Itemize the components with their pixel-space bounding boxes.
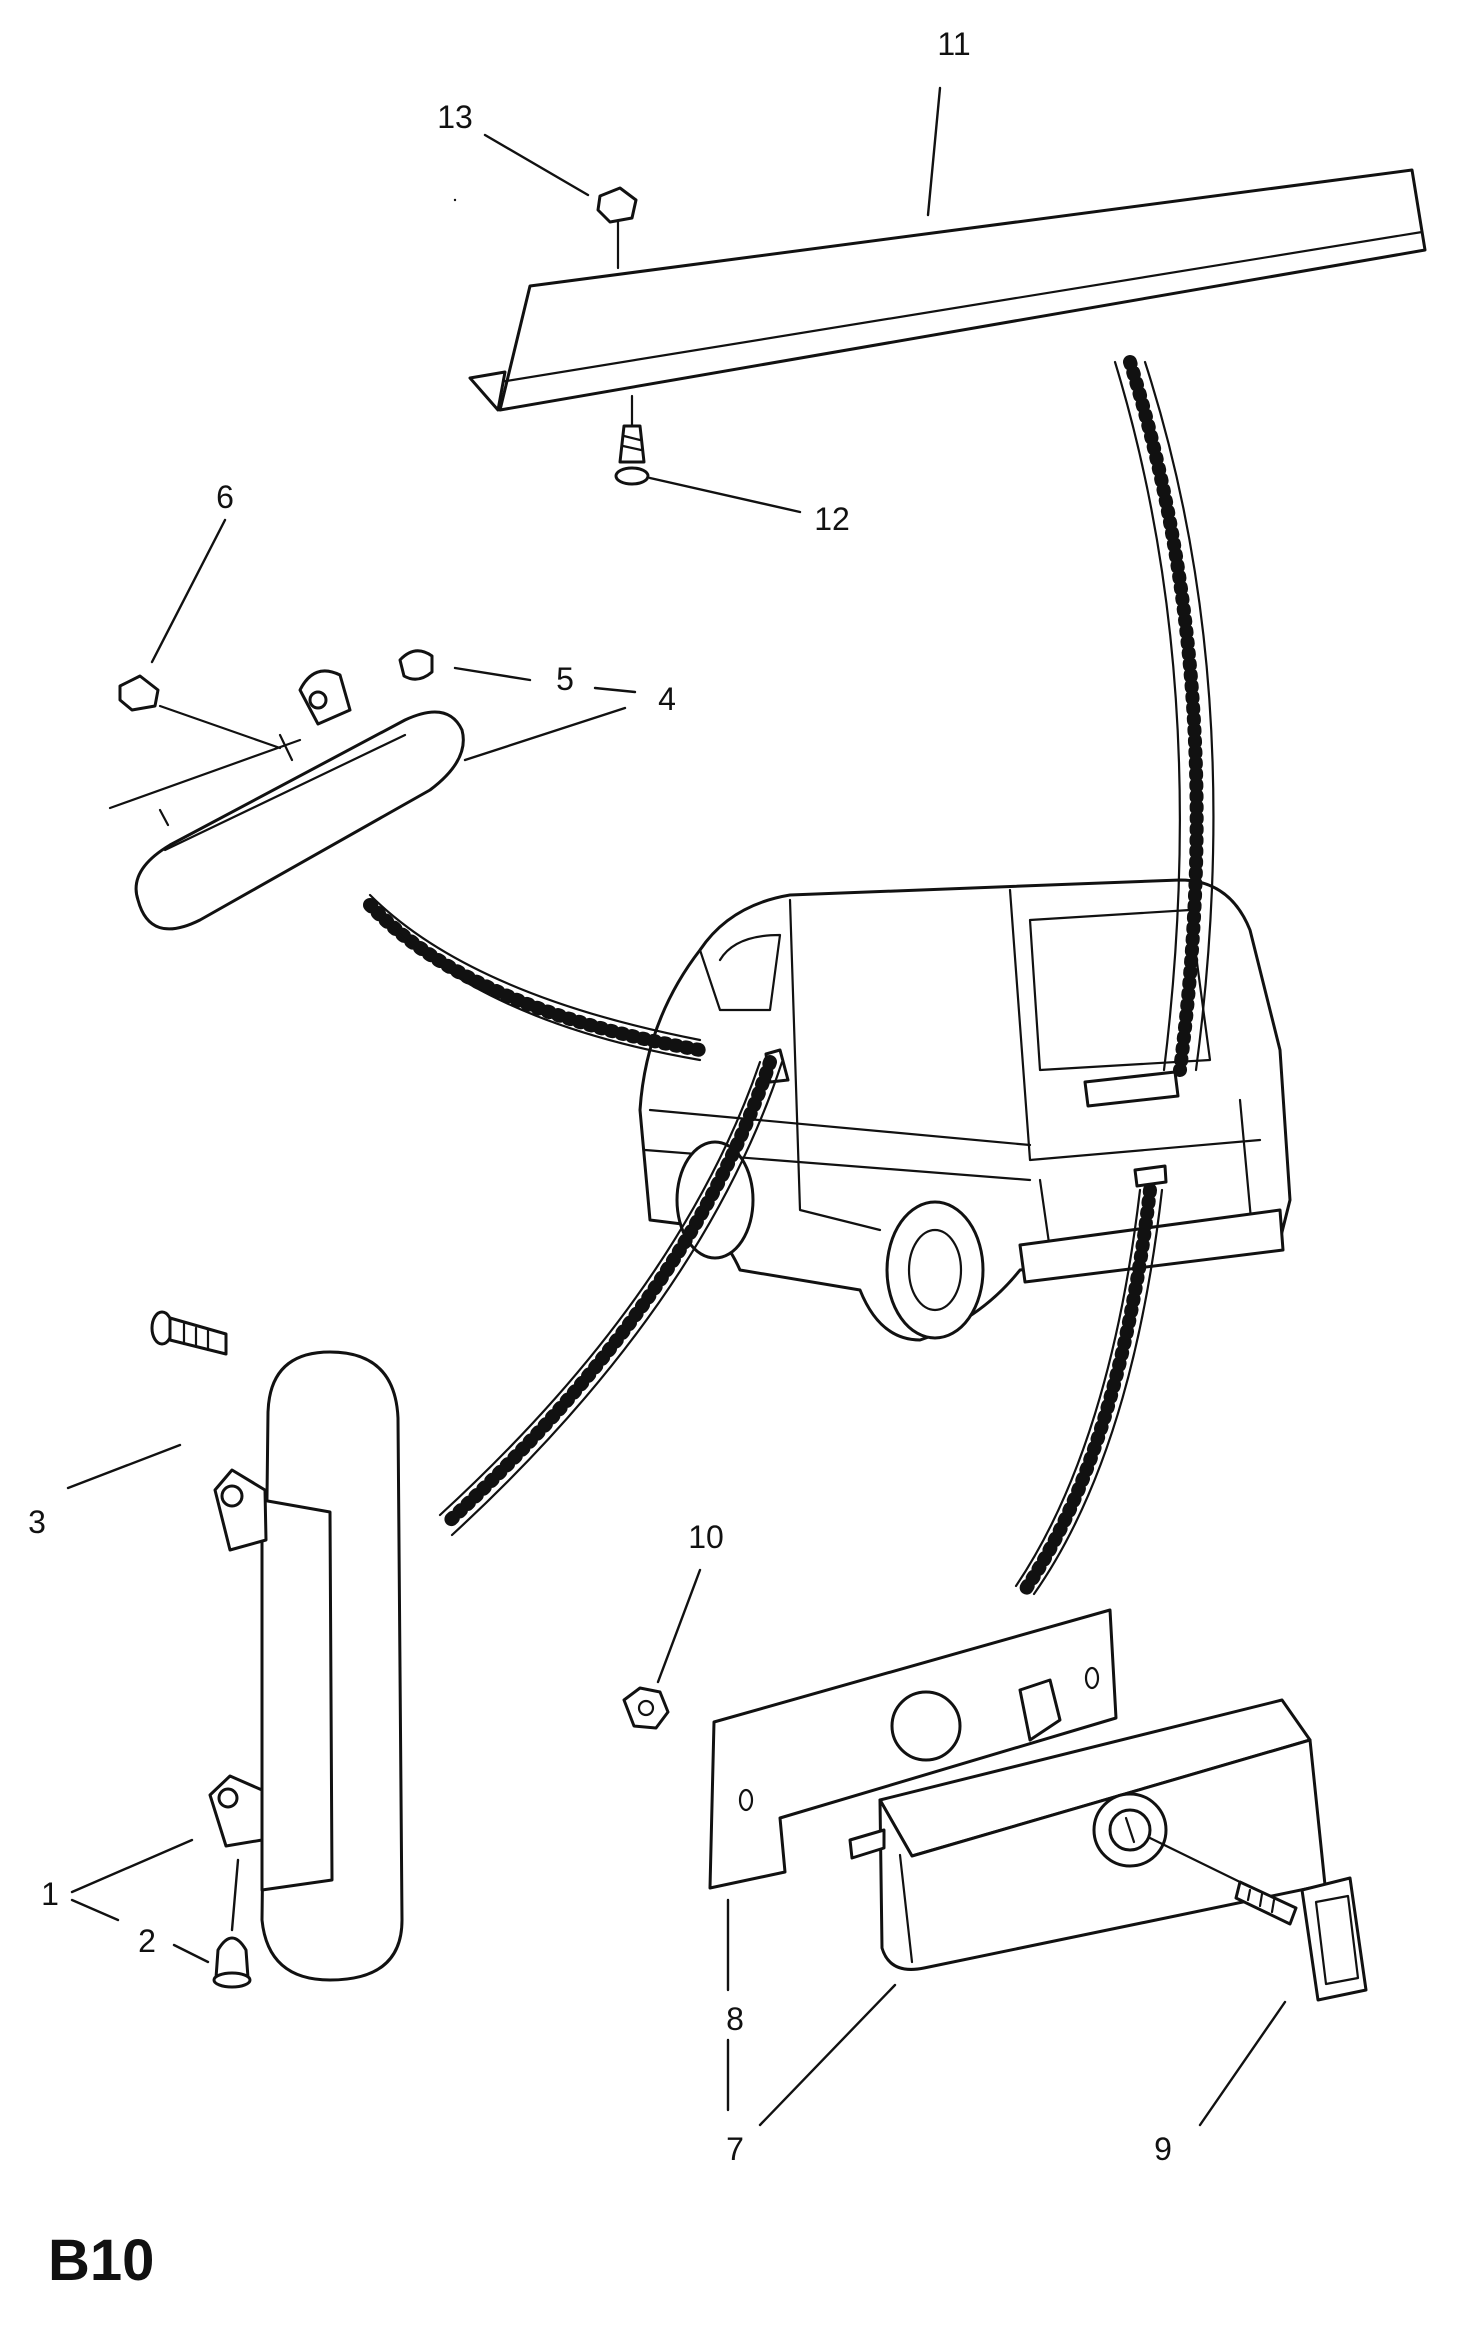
callout-12: 12 [814,501,850,537]
callout-11: 11 [937,26,970,62]
leader-lines [66,86,1287,2127]
side-handle [208,1350,404,1982]
clip-13 [596,186,638,270]
callout-1: 1 [41,1876,59,1912]
nut-10 [622,1686,670,1730]
screw-12 [614,394,650,486]
key-9 [1148,1836,1368,2002]
diagram-code: B10 [48,2228,154,2293]
reference-bands [363,355,1215,1597]
callout-3: 3 [28,1504,46,1540]
callout-2: 2 [138,1923,156,1959]
bolt-3 [150,1310,228,1356]
moulding-strip [468,168,1427,412]
callout-13: 13 [437,99,473,135]
nut-2 [212,1936,252,1989]
mounting-plate [708,1608,1118,1890]
van-illustration [638,878,1292,1342]
callout-5: 5 [556,661,574,697]
callout-labels: 1 2 3 4 5 6 7 8 9 10 11 12 13 [28,26,1172,2167]
tailgate-handle [848,1678,1327,1971]
callout-4: 4 [658,681,676,717]
upper-handle [108,649,465,931]
callout-7: 7 [726,2131,744,2167]
callout-6: 6 [216,479,234,515]
callout-9: 9 [1154,2131,1172,2167]
callout-8: 8 [726,2001,744,2037]
callout-10: 10 [688,1519,724,1555]
